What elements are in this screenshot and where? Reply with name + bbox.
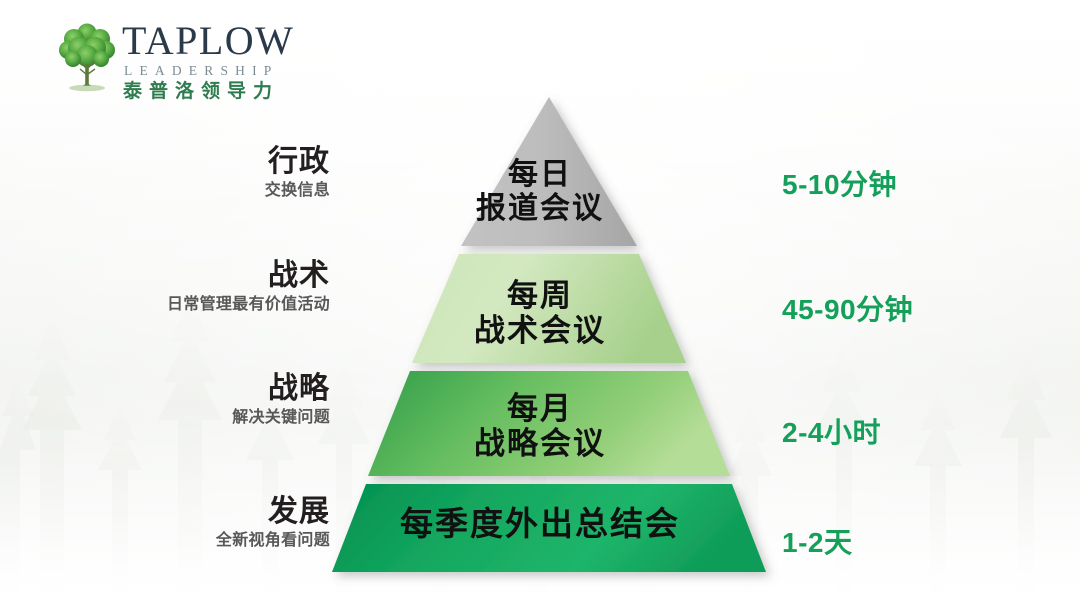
category-label-strategic: 战略 解决关键问题	[0, 372, 330, 429]
pyramid-tier-development[interactable]	[332, 484, 766, 572]
tree-icon	[59, 23, 115, 92]
category-label-administrative: 行政 交换信息	[0, 145, 330, 202]
category-label-tactical: 战术 日常管理最有价值活动	[0, 259, 330, 316]
category-label-development: 发展 全新视角看问题	[0, 495, 330, 552]
logo-wordmark: TAPLOW	[122, 18, 295, 63]
category-title: 战术	[268, 259, 330, 292]
pyramid-tier-strategic[interactable]	[368, 371, 730, 476]
duration-strategic: 2-4小时	[782, 417, 881, 448]
category-title: 战略	[268, 372, 330, 405]
duration-administrative: 5-10分钟	[782, 169, 898, 200]
category-subtitle: 解决关键问题	[232, 409, 330, 426]
pyramid-tier-tactical[interactable]	[412, 254, 686, 363]
duration-tactical: 45-90分钟	[782, 294, 914, 325]
logo-chinese-name: 泰普洛领导力	[123, 81, 280, 102]
taplow-logo: TAPLOW LEADERSHIP 泰普洛领导力	[58, 18, 358, 106]
category-subtitle: 交换信息	[264, 182, 330, 199]
category-title: 发展	[268, 495, 330, 528]
category-subtitle: 全新视角看问题	[215, 532, 330, 549]
pyramid-tier-administrative[interactable]	[461, 97, 637, 246]
category-title: 行政	[268, 145, 330, 178]
logo-tagline: LEADERSHIP	[124, 63, 279, 78]
duration-development: 1-2天	[782, 527, 853, 558]
category-subtitle: 日常管理最有价值活动	[166, 296, 330, 313]
